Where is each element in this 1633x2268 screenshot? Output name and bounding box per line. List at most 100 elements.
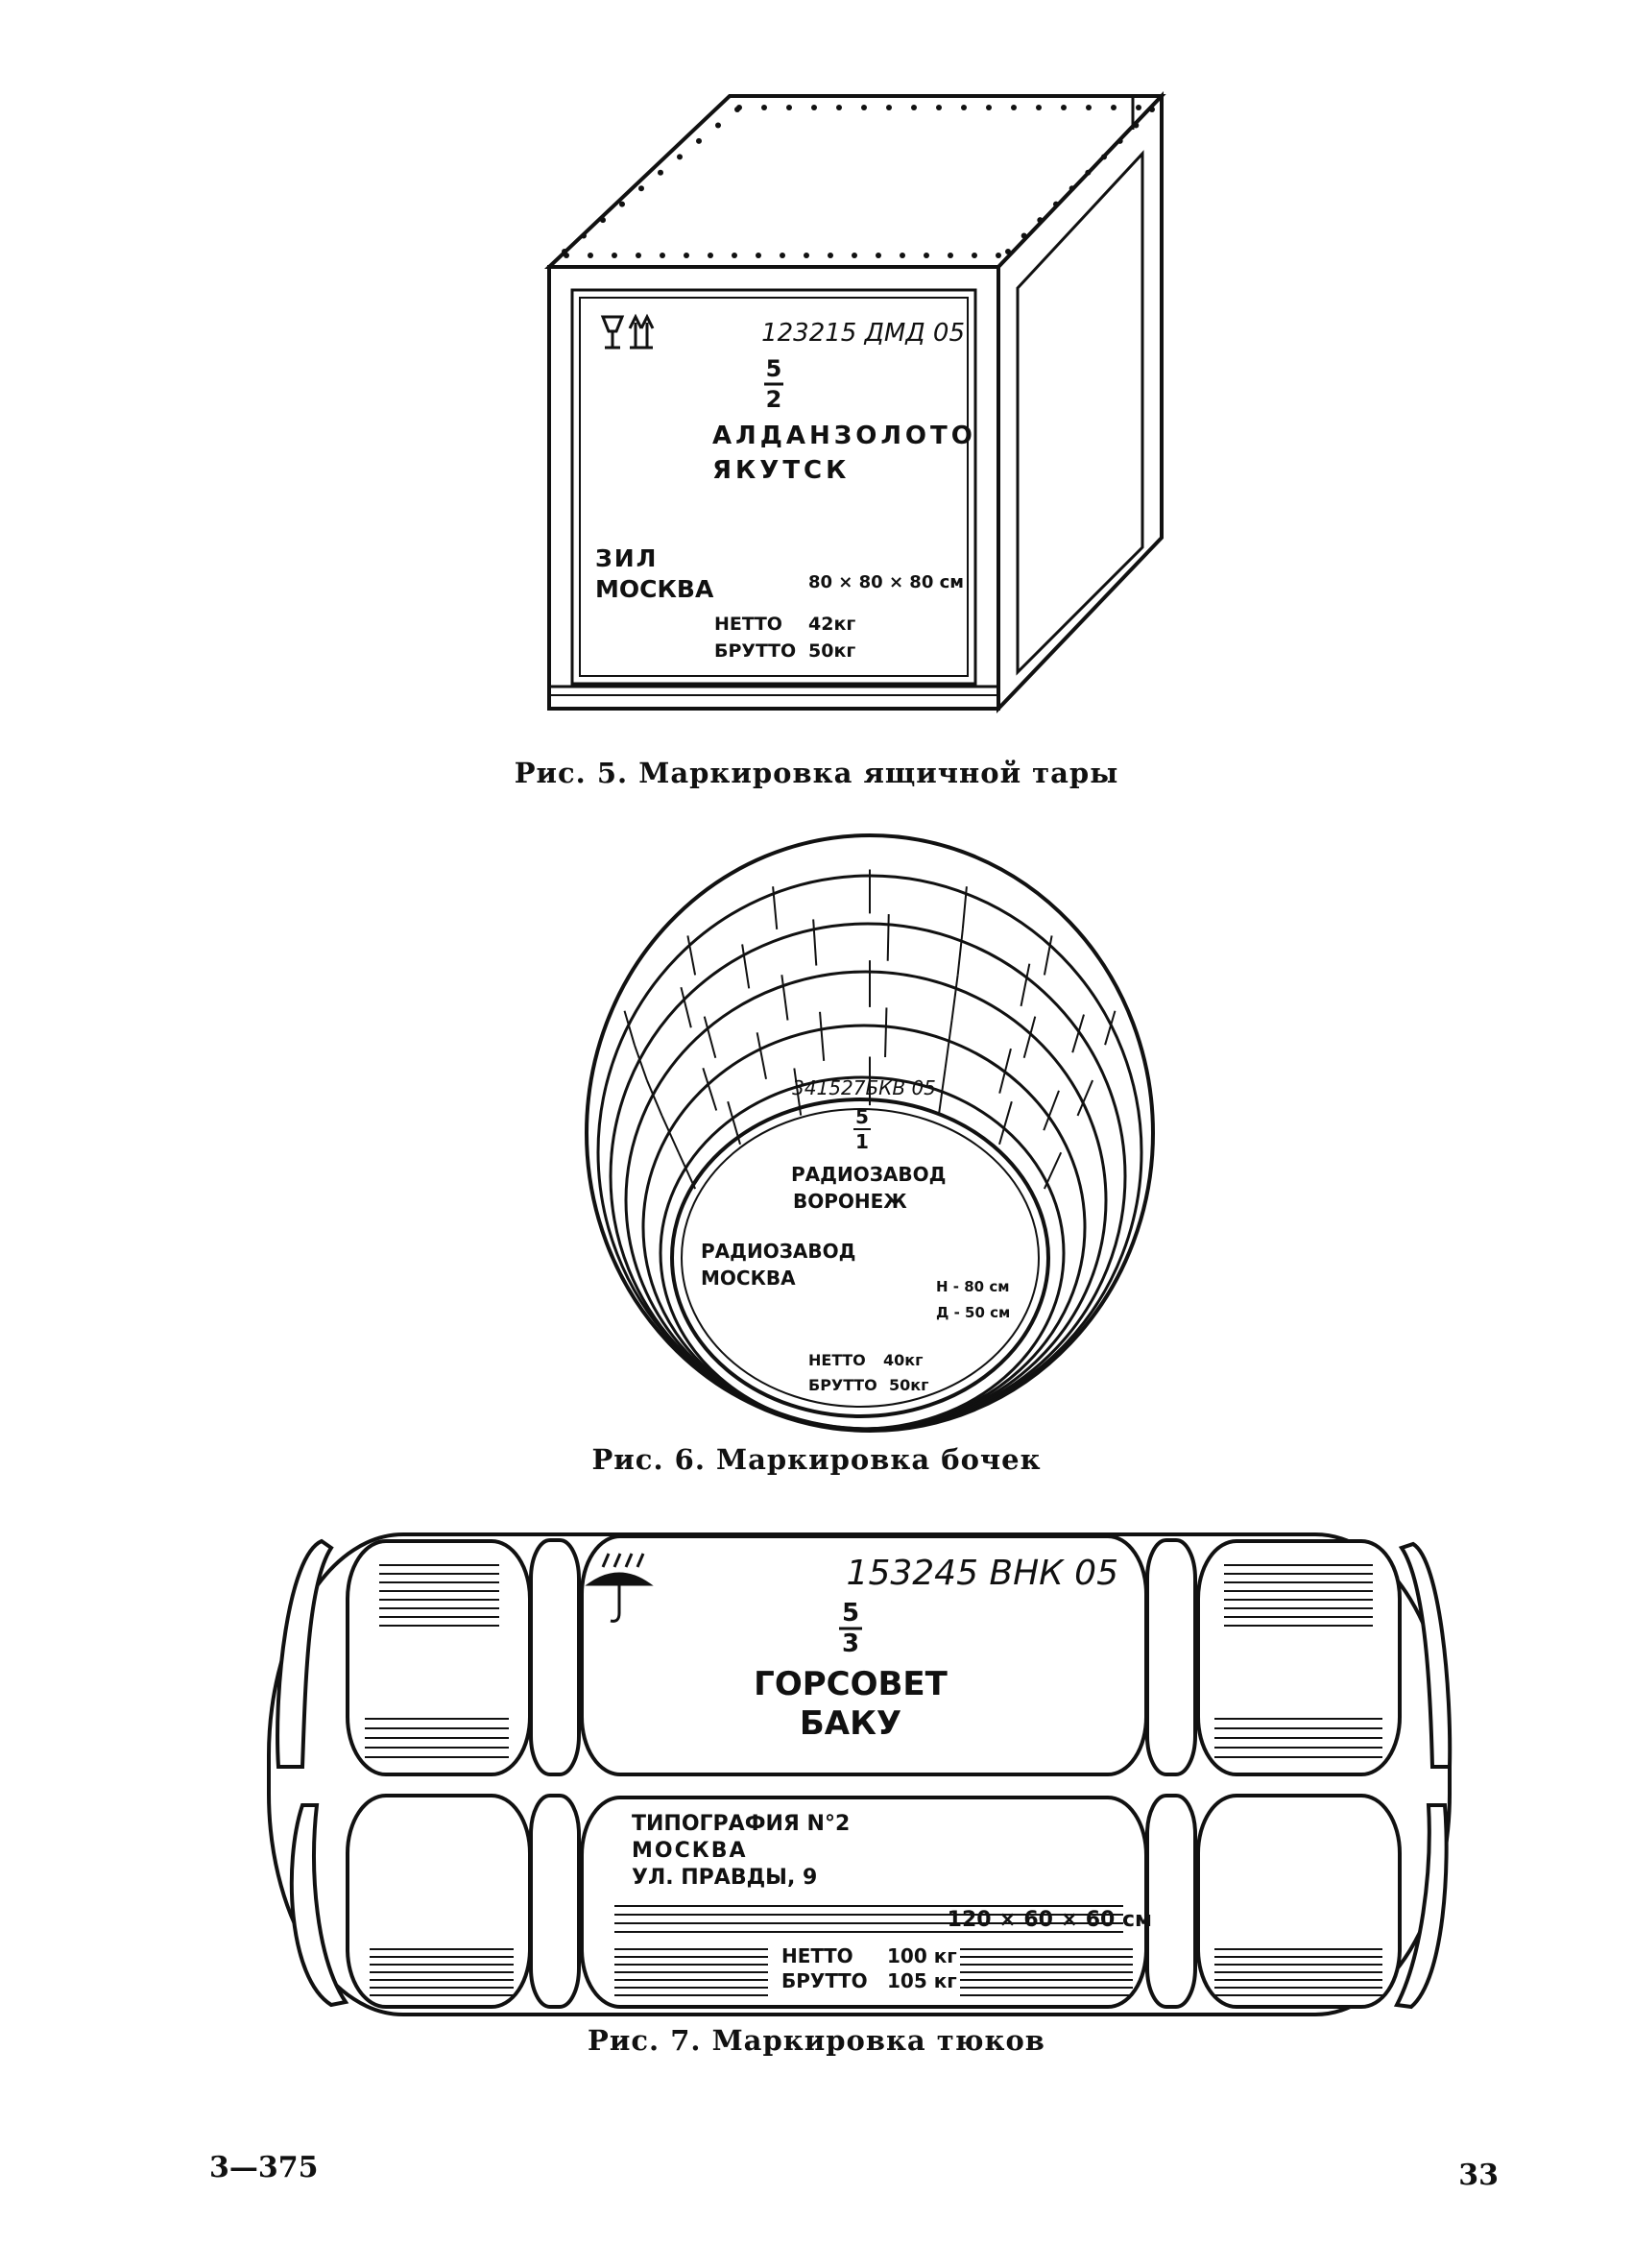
page-number: 33 [1458, 2159, 1499, 2192]
barrel-stave-line [886, 914, 890, 961]
box-fraction-denominator: 2 [766, 386, 782, 413]
nail-dot [972, 253, 977, 258]
barrel-stave-line [819, 1011, 826, 1061]
nail-dot [936, 105, 942, 110]
nail-dot [1117, 137, 1123, 144]
nail-dot [761, 105, 767, 110]
figure-7-caption: Рис. 7. Маркировка тюков [588, 2024, 1045, 2057]
box-size: 80 × 80 × 80 см [808, 572, 964, 592]
bale-netto-label: НЕТТО [781, 1944, 853, 1967]
nail-dot [562, 249, 567, 254]
barrel-stave-line [660, 1115, 680, 1153]
box-recipient-city: ЯКУТСК [712, 456, 850, 485]
bale-netto-value: 100 кг [887, 1944, 957, 1967]
nail-dot [852, 253, 857, 258]
nail-dot [732, 253, 737, 258]
nail-dot [708, 253, 713, 258]
barrel-stave-line [1104, 1010, 1117, 1046]
nail-dot [1061, 105, 1067, 110]
barrel-stave-line [1043, 1090, 1060, 1131]
nail-dot [996, 253, 1001, 258]
barrel-stave-line [1022, 1016, 1037, 1059]
box-fraction-numerator: 5 [766, 355, 782, 382]
nail-dot [1111, 105, 1117, 110]
nail-dot [836, 105, 842, 110]
bale-drawing [267, 1532, 1453, 2016]
barrel-stave-line [686, 935, 697, 976]
fragile-glass-icon [600, 315, 625, 350]
barrel-stave-line [1076, 1079, 1094, 1117]
bale-code: 153245 ВНК 05 [847, 1554, 1118, 1593]
this-way-up-icon [628, 313, 655, 350]
keep-dry-umbrella-icon [585, 1553, 654, 1623]
sheet-mark: 3—375 [209, 2151, 319, 2184]
bale-brutto-value: 105 кг [887, 1969, 957, 1992]
box-brutto-value: 50кг [808, 640, 855, 662]
barrel-stave-line [727, 1100, 741, 1146]
nail-dot [677, 154, 683, 160]
barrel-stave-line [998, 1048, 1012, 1094]
barrel-stave-line [772, 886, 779, 929]
nail-dot [804, 253, 809, 258]
nail-dot [886, 105, 892, 110]
barrel-fraction-numerator: 5 [855, 1105, 869, 1128]
barrel-stave-line [677, 1151, 697, 1190]
nail-dot [636, 253, 641, 258]
nail-dot [1101, 154, 1107, 160]
nail-dot [1011, 105, 1017, 110]
nail-dot [1053, 201, 1059, 207]
nail-dot [658, 169, 663, 176]
nail-dot [696, 137, 702, 144]
barrel-stave-line [1071, 1014, 1085, 1053]
nail-dot [715, 122, 721, 129]
box-brutto-label: БРУТТО [714, 640, 796, 662]
nail-dot [581, 232, 587, 239]
nail-dot [1133, 122, 1140, 129]
barrel-stave-line [702, 1068, 718, 1111]
barrel-netto-label: НЕТТО [808, 1351, 866, 1369]
barrel-stave-line [793, 1068, 803, 1116]
box-recipient: АЛДАНЗОЛОТО [712, 422, 976, 450]
box-netto-label: НЕТТО [714, 614, 782, 635]
bale-fraction-denominator: 3 [842, 1629, 859, 1658]
nail-dot [638, 185, 644, 192]
barrel-brutto-label: БРУТТО [808, 1376, 877, 1394]
barrel-stave-line [703, 1016, 717, 1059]
barrel-stave-line [812, 919, 818, 966]
nail-dot [1069, 185, 1075, 192]
barrel-drawing [585, 833, 1155, 1433]
nail-dot [1086, 105, 1092, 110]
nail-dot [1037, 217, 1044, 224]
barrel-stave-line [998, 1100, 1013, 1146]
barrel-stave-line [956, 929, 964, 976]
barrel-stave-line [680, 986, 692, 1028]
nail-dot [861, 105, 867, 110]
barrel-diameter: Д - 50 см [936, 1304, 1010, 1321]
barrel-stave-line [950, 975, 959, 1021]
nail-dot [961, 105, 967, 110]
bale-figure: 153245 ВНК 05 5 3 ГОРСОВЕТ БАКУ ТИПОГРАФ… [267, 1532, 1453, 2016]
nail-dot [876, 253, 881, 258]
barrel-stave-line [1043, 935, 1053, 976]
nail-dot [684, 253, 689, 258]
nail-dot [1149, 107, 1155, 112]
barrel-fraction-denominator: 1 [855, 1130, 869, 1153]
figure-6-caption: Рис. 6. Маркировка бочек [591, 1443, 1042, 1476]
nail-dot [756, 253, 761, 258]
barrel-sender: РАДИОЗАВОД [701, 1240, 855, 1263]
nail-dot [786, 105, 792, 110]
bale-brutto-label: БРУТТО [781, 1969, 868, 1992]
barrel-stave-line [741, 944, 751, 989]
nail-dot [1021, 232, 1027, 239]
barrel-staves [623, 869, 1117, 1190]
nail-dot [948, 253, 953, 258]
barrel-stave-line [623, 1010, 636, 1046]
nail-dot [734, 107, 740, 112]
bale-size: 120 × 60 × 60 см [948, 1908, 1152, 1932]
barrel-code: 341527БКВ 05 [792, 1076, 936, 1099]
nail-dot [900, 253, 905, 258]
barrel-stave-line [1020, 963, 1031, 1007]
barrel-stave-line [780, 975, 789, 1021]
nail-dot [612, 253, 617, 258]
nail-dot [1136, 105, 1141, 110]
